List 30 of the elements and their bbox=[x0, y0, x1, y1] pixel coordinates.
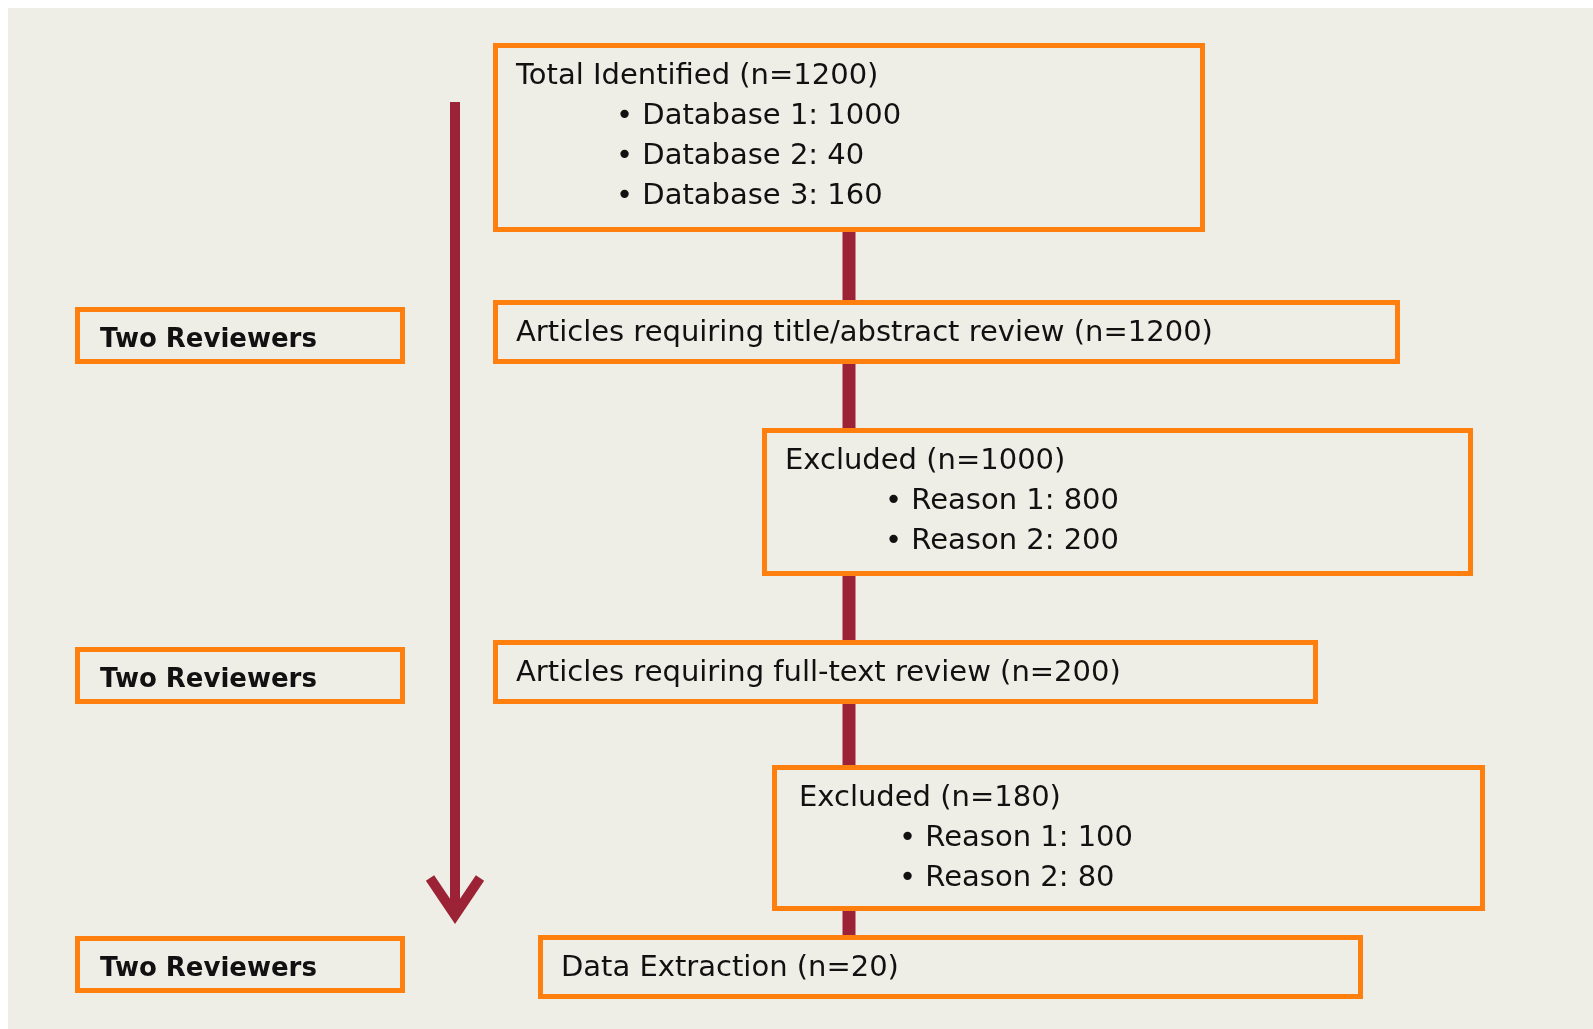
process-box bbox=[493, 640, 1318, 704]
label-box bbox=[75, 307, 405, 364]
box-text: Two Reviewers bbox=[100, 662, 318, 695]
connector-line bbox=[842, 704, 856, 765]
connector-line bbox=[842, 911, 856, 935]
connector-line bbox=[842, 576, 856, 640]
bullet-item: • Reason 2: 80 bbox=[899, 858, 1116, 896]
bullet-item: • Reason 1: 800 bbox=[885, 481, 1121, 518]
box-text: Articles requiring title/abstract review (n=1200) bbox=[516, 313, 1214, 350]
bullet-item: • Reason 1: 100 bbox=[899, 818, 1135, 855]
box-heading: Excluded (n=180) bbox=[799, 778, 1062, 815]
label-box bbox=[75, 647, 405, 704]
process-box bbox=[538, 935, 1363, 999]
process-box bbox=[493, 43, 1205, 232]
box-heading: Excluded (n=1000) bbox=[785, 441, 1067, 478]
bullet-item: • Database 1: 1000 bbox=[616, 96, 903, 133]
connector-line bbox=[842, 232, 856, 300]
box-text: Data Extraction (n=20) bbox=[561, 948, 900, 985]
box-text: Two Reviewers bbox=[100, 322, 318, 355]
box-text: Articles requiring full-text review (n=200) bbox=[516, 653, 1122, 690]
process-box bbox=[762, 428, 1473, 576]
process-box bbox=[493, 300, 1400, 364]
label-box bbox=[75, 936, 405, 993]
bullet-item: • Database 2: 40 bbox=[616, 136, 866, 174]
bullet-item: • Database 3: 160 bbox=[616, 176, 884, 214]
process-box bbox=[772, 765, 1485, 911]
box-heading: Total Identified (n=1200) bbox=[516, 56, 880, 93]
box-text: Two Reviewers bbox=[100, 951, 318, 984]
connector-line bbox=[842, 364, 856, 428]
bullet-item: • Reason 2: 200 bbox=[885, 521, 1121, 559]
